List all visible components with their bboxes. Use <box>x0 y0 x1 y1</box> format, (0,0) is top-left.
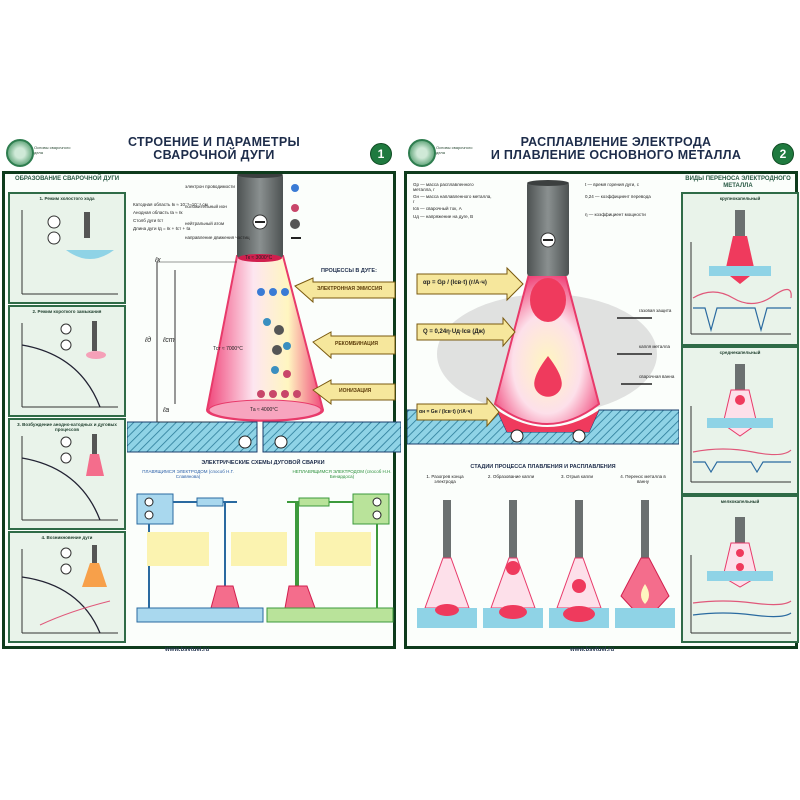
stage-label-1: 1. Разогрев конца электрода <box>426 474 464 484</box>
poster-number-badge: 1 <box>370 143 392 165</box>
formula-heat: Q = 0,24η·Uд·Iсв (Дж) <box>423 329 485 335</box>
stage-label-3: 3. Отрыв капли <box>560 474 594 479</box>
legend-atom: нейтральный атом <box>185 221 225 226</box>
idle-diagram <box>21 210 118 295</box>
temp-column: Тст ≈ 7000°C <box>213 346 243 352</box>
poster-header: Основы сварочного дела РАСПЛАВЛЕНИЕ ЭЛЕК… <box>402 133 800 171</box>
stage-3 <box>549 500 609 628</box>
label-gas-shield: газовая защита <box>639 308 672 313</box>
param-cathode: Катодная область ℓк ≈ 10⁻⁵–10⁻⁴ см <box>133 202 208 207</box>
footer-url: www.bsvtuel.ru <box>165 647 210 653</box>
formula-deposition-coeff: αн = Gн / (Iсв·t) (г/А·ч) <box>419 409 473 415</box>
process-ionization: ИОНИЗАЦИЯ <box>339 388 372 394</box>
param-column: Столб дуги ℓст <box>133 218 164 223</box>
side-panel-excitation: 3. Возбуждение анодно-катодных и дуговых… <box>8 418 126 530</box>
param-gr: Gр — масса расплавленного металла, г <box>413 182 474 192</box>
stage-label-2: 2. Образование капли <box>487 474 535 479</box>
param-t: t — время горения дуги, с <box>585 182 639 187</box>
title-line-2: СВАРОЧНОЙ ДУГИ <box>153 148 275 162</box>
label-metal-drop: капля металла <box>639 344 671 349</box>
ignition-diagram <box>21 545 118 634</box>
logo-icon <box>6 139 34 167</box>
melting-stages-diagram <box>417 500 675 628</box>
poster-frame: Gр — масса расплавленного металла, г Gн … <box>404 171 799 649</box>
molten-drop-falling <box>534 356 562 397</box>
legend-electron: электрон проводимости <box>185 184 235 189</box>
poster-title: СТРОЕНИЕ И ПАРАМЕТРЫ СВАРОЧНОЙ ДУГИ <box>70 136 358 162</box>
processes-title: ПРОЦЕССЫ В ДУГЕ: <box>321 268 377 274</box>
stage-4 <box>615 500 675 628</box>
side-title: ВИДЫ ПЕРЕНОСА ЭЛЕКТРОДНОГО МЕТАЛЛА <box>685 176 791 189</box>
logo-text: Основы сварочного дела <box>34 145 71 155</box>
side-panel-arc-ignition: 4. Возникновение дуги <box>8 531 126 643</box>
schemes-title: ЭЛЕКТРИЧЕСКИЕ СХЕМЫ ДУГОВОЙ СВАРКИ <box>201 460 325 466</box>
stages-title: СТАДИИ ПРОЦЕССА ПЛАВЛЕНИЯ И РАСПЛАВЛЕНИЯ <box>470 464 616 470</box>
param-isv: Iсв — сварочный ток, А <box>413 206 462 211</box>
dim-lk: ℓк <box>155 257 161 264</box>
dim-la: ℓа <box>163 407 170 414</box>
molten-drop-top <box>530 278 566 322</box>
param-coeff: 0,24 — коэффициент перевода <box>585 194 651 199</box>
stage-1 <box>417 500 477 628</box>
param-anode: Анодная область ℓа ≈ ℓк <box>133 210 183 215</box>
poster-electrode-melting: Основы сварочного дела РАСПЛАВЛЕНИЕ ЭЛЕК… <box>402 133 800 667</box>
temp-cathode: Тк ≈ 3000°C <box>245 255 273 261</box>
poster-title: РАСПЛАВЛЕНИЕ ЭЛЕКТРОДА И ПЛАВЛЕНИЕ ОСНОВ… <box>472 136 760 162</box>
legend-ion: положительный ион <box>185 204 227 209</box>
logo-text: Основы сварочного дела <box>436 145 473 155</box>
dim-ld: ℓд <box>145 337 152 344</box>
arc-structure-diagram <box>127 174 401 453</box>
side-panel-large-drop: крупнокапельный <box>681 192 799 346</box>
side-panel-short-circuit: 2. Режим короткого замыкания <box>8 305 126 417</box>
logo-icon <box>408 139 436 167</box>
medium-drop-diagram <box>690 364 792 483</box>
scheme-nonconsumable-title: НЕПЛАВЯЩИМСЯ ЭЛЕКТРОДОМ (способ Н.Н. Бен… <box>292 469 392 479</box>
side-title: ОБРАЗОВАНИЕ СВАРОЧНОЙ ДУГИ <box>14 176 120 182</box>
scheme-consumable-title: ПЛАВЯЩИМСЯ ЭЛЕКТРОДОМ (способ Н.Г. Славя… <box>142 469 234 479</box>
formula-melting-coeff: αр = Gр / (Iсв·t) (г/А·ч) <box>423 280 487 286</box>
side-panel-medium-drop: среднекапельный <box>681 346 799 495</box>
stage-label-4: 4. Перенос металла в ванну <box>620 474 666 484</box>
electron-icon <box>291 184 299 192</box>
poster-number-badge: 2 <box>772 143 794 165</box>
title-line-1: РАСПЛАВЛЕНИЕ ЭЛЕКТРОДА <box>520 135 712 149</box>
neutral-atom-icon <box>290 219 300 229</box>
temp-anode: Та ≈ 4000°C <box>250 407 278 413</box>
param-eta: η — коэффициент мощности <box>585 212 646 217</box>
title-line-1: СТРОЕНИЕ И ПАРАМЕТРЫ <box>127 135 301 149</box>
particles <box>257 288 301 398</box>
electrode-melting-diagram <box>407 180 679 445</box>
footer-url: www.bsvtuel.ru <box>570 647 615 653</box>
large-drop-diagram <box>690 210 792 335</box>
side-panel-idle: 1. Режим холостого хода <box>8 192 126 304</box>
legend-direction: направление движения частиц <box>185 235 250 240</box>
poster-frame: ОБРАЗОВАНИЕ СВАРОЧНОЙ ДУГИ 1. Режим холо… <box>2 171 401 649</box>
side-panel-small-drop: мелкокапельный <box>681 495 799 643</box>
excitation-diagram <box>21 434 118 521</box>
poster-header: Основы сварочного дела СТРОЕНИЕ И ПАРАМЕ… <box>0 133 398 171</box>
title-line-2: И ПЛАВЛЕНИЕ ОСНОВНОГО МЕТАЛЛА <box>490 148 742 162</box>
ion-icon <box>291 204 299 212</box>
electric-schemes-diagram <box>136 493 394 623</box>
param-gn: Gн — масса наплавленного металла, г <box>413 194 492 204</box>
small-drop-diagram <box>690 517 792 634</box>
poster-arc-structure: Основы сварочного дела СТРОЕНИЕ И ПАРАМЕ… <box>0 133 401 667</box>
stage-2 <box>483 500 543 628</box>
dim-lst: ℓст <box>163 337 175 344</box>
param-length: Длина дуги ℓд = ℓк + ℓст + ℓа <box>133 226 191 231</box>
label-weld-pool: сварочная ванна <box>639 374 675 379</box>
process-recombination: РЕКОМБИНАЦИЯ <box>335 341 379 347</box>
short-circuit-diagram <box>21 321 118 408</box>
process-emission: ЭЛЕКТРОННАЯ ЭМИССИЯ <box>317 286 383 292</box>
param-ud: Uд — напряжение на дуге, В <box>413 214 474 219</box>
